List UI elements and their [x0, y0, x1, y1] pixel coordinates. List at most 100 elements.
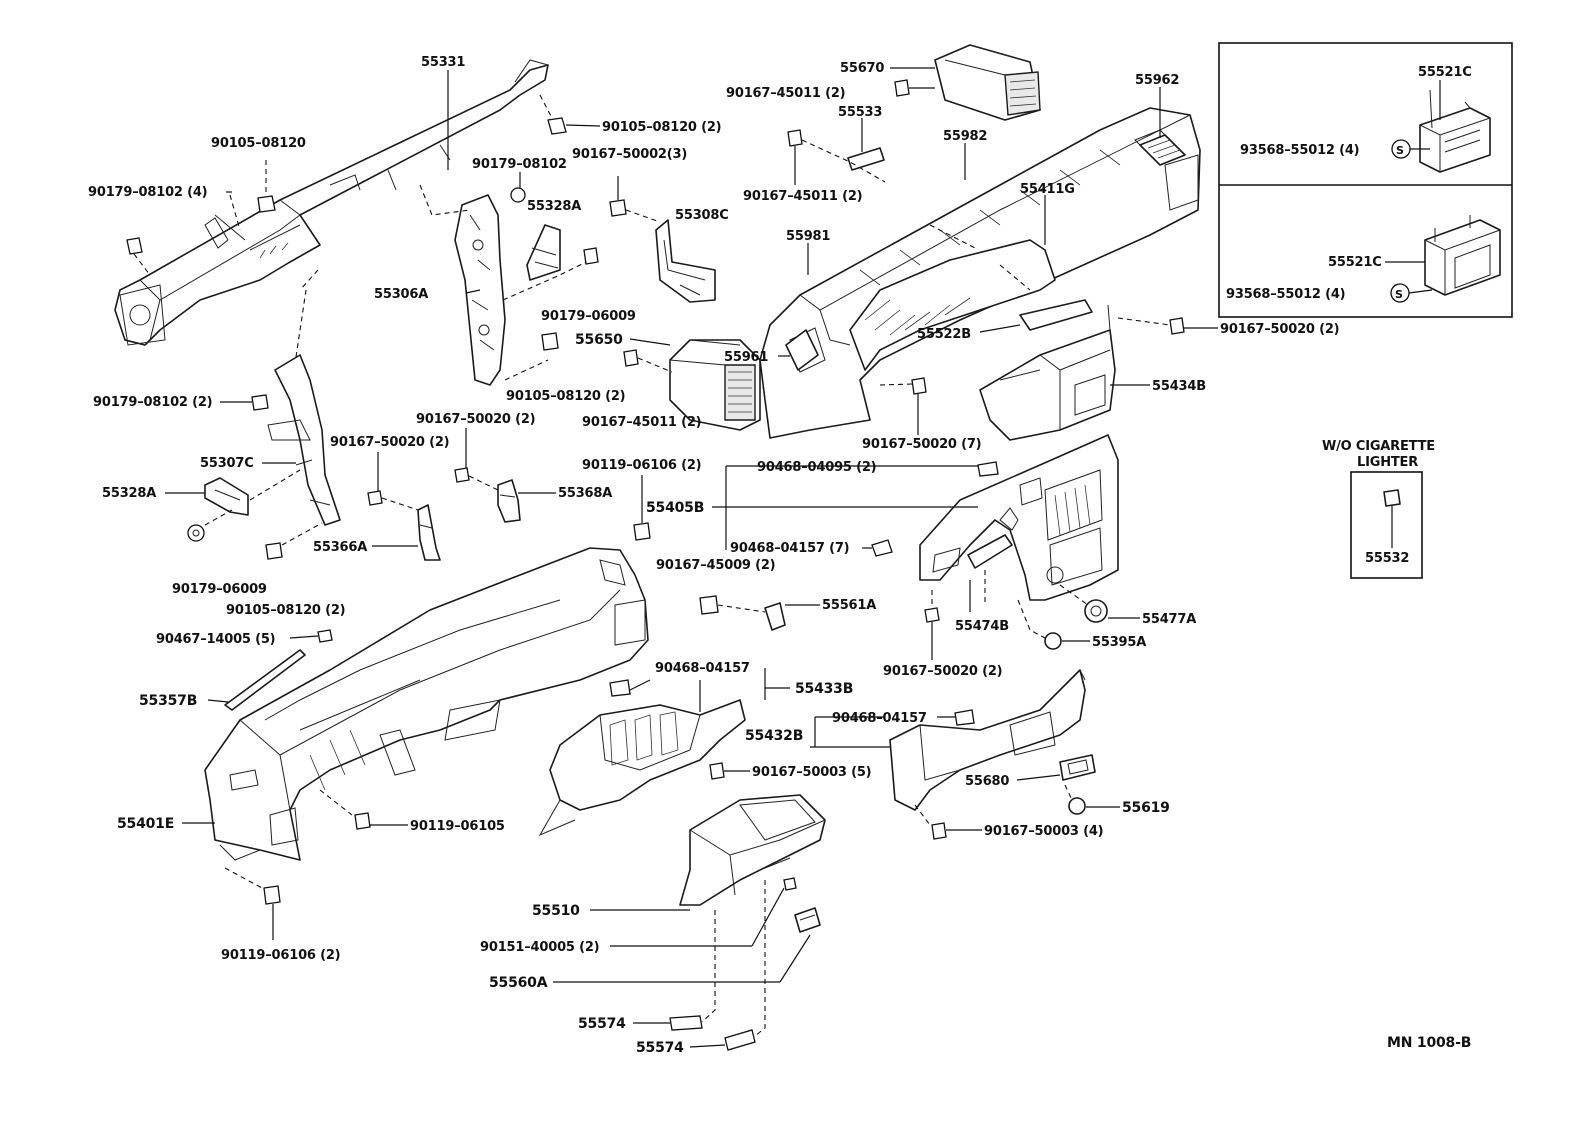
leader-lines: [165, 67, 1218, 1048]
label-55474b: 55474B: [955, 619, 1009, 634]
knob-55477a: [1059, 584, 1108, 623]
label-90119-06106-center: 90119–06106 (2): [582, 458, 701, 473]
nut-90179-08102-left: [126, 194, 241, 276]
label-90105-08120-upper: 90105–08120 (2): [602, 120, 721, 135]
label-90167-50020-lower: 90167–50020 (2): [883, 664, 1002, 679]
label-90167-50020-b: 90167–50020 (2): [416, 412, 535, 427]
label-90167-50003-5: 90167–50003 (5): [752, 765, 871, 780]
bolt-90105-08120-lower: [265, 522, 323, 560]
label-55961: 55961: [724, 350, 768, 365]
bolt-90167-50002: [609, 176, 661, 223]
bolt-90105-08120-upper: [539, 94, 567, 135]
vent-55650: [669, 339, 761, 431]
socket-55680: [1059, 754, 1096, 781]
inset-upper-screw-label: 93568–55012 (4): [1240, 143, 1359, 158]
label-90167-50020-7: 90167–50020 (7): [862, 437, 981, 452]
variant-title-line1: W/O CIGARETTE: [1322, 439, 1435, 454]
brace-55307c: [267, 269, 341, 526]
nut-90179-08102-center: [510, 187, 526, 203]
bracket-55366a: [417, 504, 441, 561]
nut-90179-06009-upper: [583, 247, 599, 265]
bolt-90119-06106-center: [633, 475, 651, 541]
screw-90151-40005: [783, 877, 797, 891]
cluster-finish-55405b: [919, 434, 1119, 601]
variant-part-label: 55532: [1365, 551, 1409, 566]
defroster-55411g: [849, 224, 1056, 371]
screw-90167-50020-right: [1117, 317, 1185, 335]
label-55306a: 55306A: [374, 287, 428, 302]
label-55522b: 55522B: [917, 327, 971, 342]
label-55561a: 55561A: [822, 598, 876, 613]
label-55368a: 55368A: [558, 486, 612, 501]
screw-90167-50020-b: [454, 428, 499, 491]
label-55533: 55533: [838, 105, 882, 120]
plug-55532: [1383, 489, 1401, 507]
switch-bezel-55474b: [967, 534, 1013, 605]
clip-55561a: [764, 602, 786, 631]
strip-55357b: [224, 649, 306, 711]
steering-support-55331: [114, 59, 549, 346]
bracket-55368a: [497, 479, 521, 523]
lower-panel-55432b: [889, 669, 1086, 811]
clip-90468-04157-lower: [954, 709, 975, 726]
label-90119-06105: 90119–06105: [410, 819, 505, 834]
bezel-55522b: [1019, 299, 1093, 331]
screw-90167-50020-upper: [879, 377, 927, 435]
label-90167-45011-side: 90167–45011 (2): [743, 189, 862, 204]
label-55981: 55981: [786, 229, 830, 244]
inset-upper-part-label: 55521C: [1418, 65, 1472, 80]
grille-55961: [785, 329, 819, 371]
screw-90167-45011-side: [787, 129, 886, 185]
cap-55395a: [1017, 599, 1062, 650]
bracket-55328a-upper: [526, 224, 561, 281]
label-55619: 55619: [1122, 800, 1170, 816]
label-90105-08120-lower: 90105–08120 (2): [226, 603, 345, 618]
bolt-90167-45009: [699, 595, 766, 615]
label-55395a: 55395A: [1092, 635, 1146, 650]
bracket-55521c-lower: [1424, 215, 1501, 296]
inset-box: S S 55521C 93568–55012 (4) 55521C 93568–…: [1218, 42, 1513, 318]
bolt-90119-06105: [319, 789, 371, 830]
bracket-55308c: [655, 219, 716, 303]
clip-90467-14005: [317, 629, 333, 643]
label-90167-50020-a: 90167–50020 (2): [330, 435, 449, 450]
label-90167-45011-upper: 90167–45011 (2): [726, 86, 845, 101]
stopper-55574-b: [724, 880, 766, 1051]
label-90179-06009-lower: 90179–06009: [172, 582, 267, 597]
clip-90468-04095: [977, 461, 999, 477]
svg-text:S: S: [1395, 288, 1403, 301]
label-55366a: 55366A: [313, 540, 367, 555]
screw-90167-50003-center: [709, 762, 750, 780]
label-55401e: 55401E: [117, 816, 174, 832]
label-55510: 55510: [532, 903, 580, 919]
bracket-55306a: [419, 184, 591, 386]
label-90468-04157-7: 90468–04157 (7): [730, 541, 849, 556]
label-90467-14005: 90467–14005 (5): [156, 632, 275, 647]
screw-90167-45011-vent: [623, 349, 673, 373]
label-55405b: 55405B: [646, 500, 704, 516]
lower-panel-55433b: [538, 699, 746, 837]
nut-90179-06009-lower: [187, 509, 233, 542]
label-90151-40005: 90151–40005 (2): [480, 940, 599, 955]
label-90119-06106-lower: 90119–06106 (2): [221, 948, 340, 963]
clip-90468-04157-upper: [609, 679, 631, 697]
label-55477a: 55477A: [1142, 612, 1196, 627]
label-90105-08120-mid: 90105–08120 (2): [506, 389, 625, 404]
instrument-panel-55401e: [204, 547, 649, 861]
inset-lower-screw-label: 93568–55012 (4): [1226, 287, 1345, 302]
label-55574-a: 55574: [578, 1016, 626, 1032]
label-90167-50020-right: 90167–50020 (2): [1220, 322, 1339, 337]
label-90468-04095: 90468–04095 (2): [757, 460, 876, 475]
screw-90167-50003-right: [914, 804, 947, 840]
label-55357b: 55357B: [139, 693, 197, 709]
stopper-55574-a: [669, 910, 716, 1031]
label-90179-08102-2: 90179–08102 (2): [93, 395, 212, 410]
variant-box: W/O CIGARETTE LIGHTER 55532: [1322, 439, 1435, 579]
screw-90167-50020-a: [367, 452, 419, 511]
screw-90167-45011-upper: [894, 79, 935, 97]
label-55560a: 55560A: [489, 975, 548, 991]
label-90105-08120-left: 90105–08120: [211, 136, 306, 151]
clip-90468-04157-cluster: [871, 539, 893, 557]
label-55962: 55962: [1135, 73, 1179, 88]
